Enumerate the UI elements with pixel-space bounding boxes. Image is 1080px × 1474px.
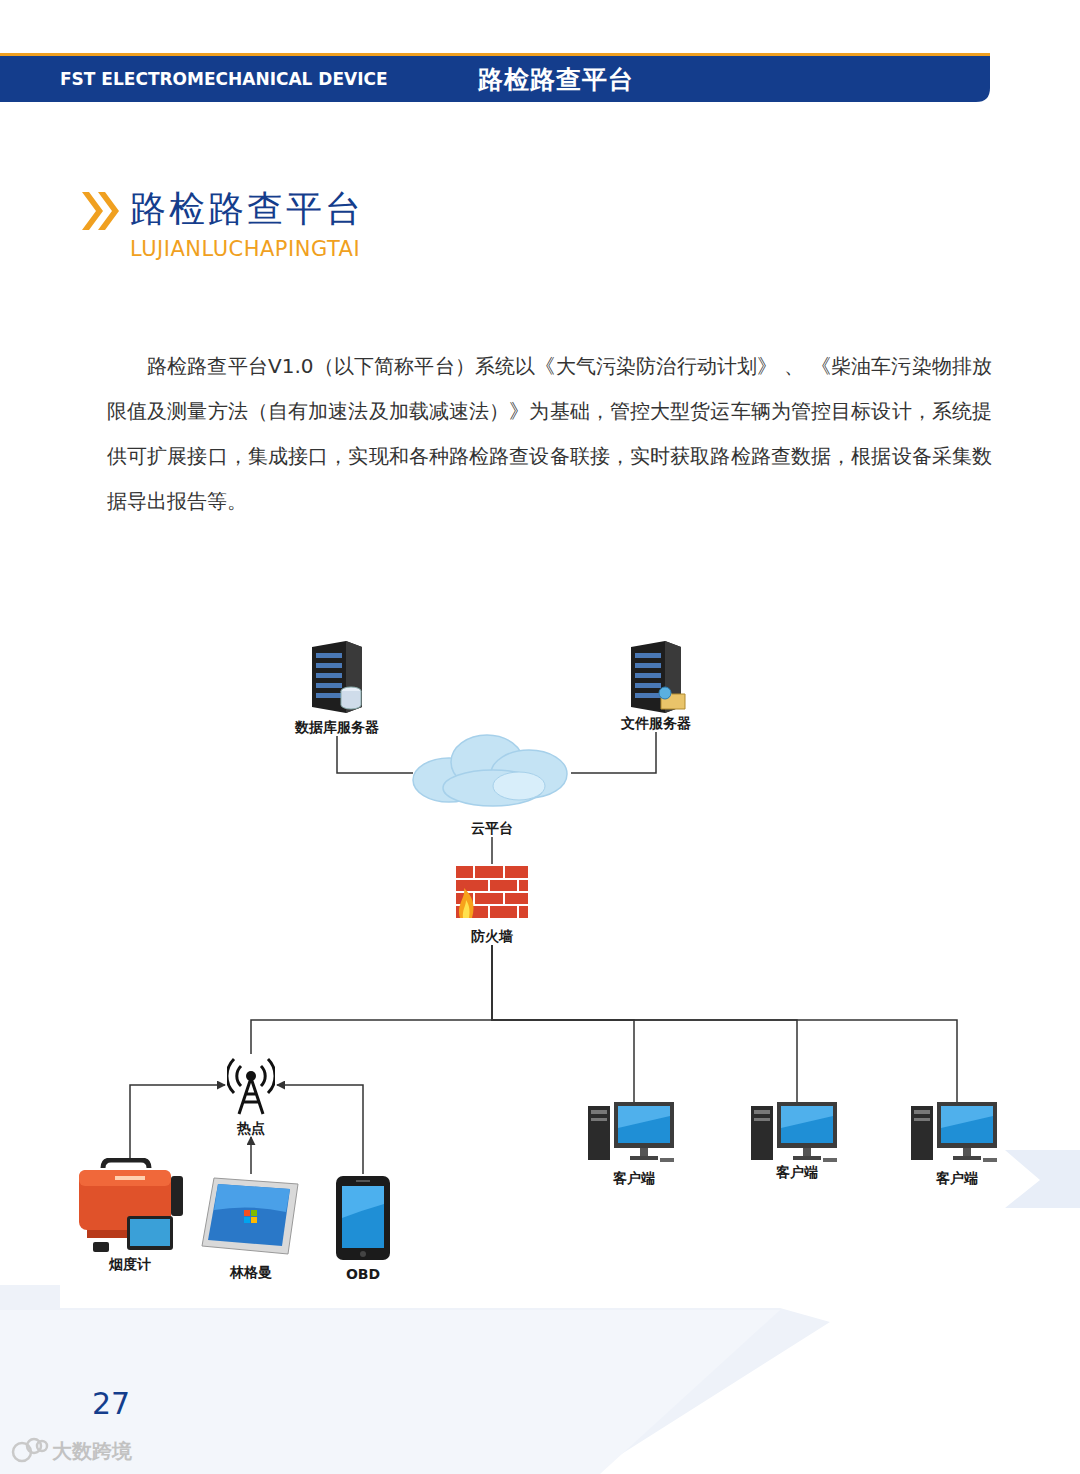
header-brand: FST ELECTROMECHANICAL DEVICE xyxy=(60,68,388,90)
smoke-meter-icon xyxy=(75,1158,185,1254)
connector xyxy=(277,1085,363,1174)
connector xyxy=(250,1137,252,1174)
client-pc: 客户端 xyxy=(584,1102,684,1187)
client-pc: 客户端 xyxy=(747,1102,847,1181)
client-pc-icon xyxy=(909,1102,1005,1166)
node-label: 热点 xyxy=(236,1120,266,1136)
obd-device-icon xyxy=(334,1174,392,1262)
header-title: 路检路查平台 xyxy=(478,64,634,96)
firewall-icon xyxy=(454,864,530,920)
obd-device: OBD xyxy=(332,1174,394,1283)
node-label: OBD xyxy=(345,1266,381,1282)
client-pc-icon xyxy=(586,1102,682,1166)
file-server: 文件服务器 xyxy=(617,641,695,732)
bg-chevron xyxy=(0,1310,780,1474)
connector xyxy=(492,945,797,1102)
title-chevron xyxy=(98,192,119,230)
page-title: 路检路查平台 xyxy=(130,186,364,232)
connector xyxy=(130,1085,225,1158)
database-server-icon xyxy=(306,641,368,713)
file-server-icon xyxy=(625,641,687,713)
intro-paragraph: 路检路查平台V1.0（以下简称平台）系统以《大气污染防治行动计划》 、 《柴油车… xyxy=(107,344,992,524)
node-label: 客户端 xyxy=(935,1170,979,1186)
title-chevron xyxy=(82,192,103,230)
watermark: 大数跨境 xyxy=(52,1438,132,1464)
connector xyxy=(337,736,413,773)
node-label: 数据库服务器 xyxy=(294,719,380,735)
connector xyxy=(492,945,634,1102)
wifi-hotspot: 热点 xyxy=(225,1054,277,1137)
connector xyxy=(492,945,957,1102)
page-number: 27 xyxy=(92,1386,130,1422)
header-accent xyxy=(0,53,990,56)
firewall: 防火墙 xyxy=(452,864,532,945)
header-bar xyxy=(0,56,990,102)
node-label: 林格曼 xyxy=(229,1264,273,1280)
title-pinyin: LUJIANLUCHAPINGTAI xyxy=(130,236,360,262)
ringelmann-tablet: 林格曼 xyxy=(198,1174,304,1281)
ringelmann-tablet-icon xyxy=(200,1174,302,1258)
client-pc-icon xyxy=(749,1102,845,1166)
watermark-logo xyxy=(13,1439,47,1461)
smoke-meter: 烟度计 xyxy=(73,1158,187,1273)
node-label: 防火墙 xyxy=(470,928,514,944)
wifi-hotspot-icon xyxy=(227,1054,275,1116)
node-label: 烟度计 xyxy=(108,1256,152,1272)
cloud-platform: 云平台 xyxy=(407,732,577,837)
bg-arrow xyxy=(1005,1150,1080,1208)
client-pc: 客户端 xyxy=(907,1102,1007,1187)
cloud-platform-icon xyxy=(409,732,575,808)
connector xyxy=(251,945,492,1054)
bg-chevron xyxy=(0,1285,830,1474)
connector xyxy=(571,732,656,773)
node-label: 客户端 xyxy=(612,1170,656,1186)
database-server: 数据库服务器 xyxy=(291,641,383,736)
node-label: 云平台 xyxy=(470,820,514,836)
node-label: 文件服务器 xyxy=(620,715,692,731)
connector xyxy=(491,837,493,864)
node-label: 客户端 xyxy=(775,1164,819,1180)
